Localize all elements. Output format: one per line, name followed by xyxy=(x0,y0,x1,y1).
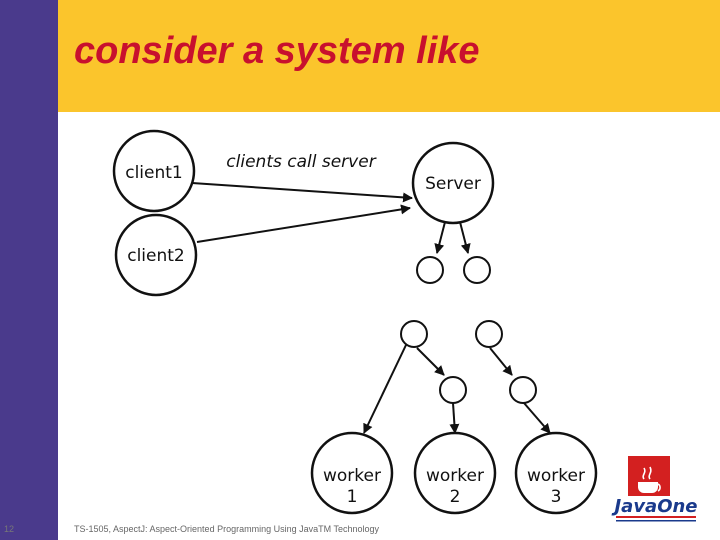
worker1-node xyxy=(310,431,394,515)
call-arrow-client1 xyxy=(191,182,413,203)
tree-edge xyxy=(459,221,471,254)
small-node xyxy=(439,376,467,404)
worker3-number: 3 xyxy=(551,487,562,507)
client2-node xyxy=(114,213,198,297)
java-cup-icon xyxy=(638,466,661,493)
worker3-node xyxy=(514,431,598,515)
tree-edge xyxy=(434,221,446,254)
tree-edge xyxy=(416,347,445,376)
logo-rule xyxy=(616,520,696,522)
tree-edge xyxy=(363,344,407,434)
logo-rule xyxy=(616,516,696,518)
small-node xyxy=(416,256,444,284)
worker2-label: worker xyxy=(426,466,484,486)
worker1-number: 1 xyxy=(347,487,358,507)
client2-label: client2 xyxy=(127,246,185,266)
worker2-number: 2 xyxy=(450,487,461,507)
call-arrow-client2 xyxy=(196,204,411,243)
server-node xyxy=(411,141,495,225)
client1-label: client1 xyxy=(125,163,183,183)
title-band xyxy=(58,0,720,112)
small-node xyxy=(509,376,537,404)
tree-edge xyxy=(489,347,513,376)
worker2-node xyxy=(413,431,497,515)
footer-text: TS-1505, AspectJ: Aspect-Oriented Progra… xyxy=(74,524,379,534)
client1-node xyxy=(112,129,196,213)
worker1-label: worker xyxy=(323,466,381,486)
javaone-logo: JavaOne xyxy=(611,456,698,522)
worker3-label: worker xyxy=(527,466,585,486)
small-node xyxy=(400,320,428,348)
slide-title: consider a system like xyxy=(74,30,480,72)
logo-wordmark: JavaOne xyxy=(611,496,697,517)
small-node xyxy=(475,320,503,348)
tree-edge xyxy=(449,402,460,434)
server-label: Server xyxy=(425,174,481,194)
small-node xyxy=(463,256,491,284)
call-label: clients call server xyxy=(226,152,376,172)
page-number: 12 xyxy=(4,524,15,534)
tree-edge xyxy=(523,402,551,434)
left-sidebar-band xyxy=(0,0,58,540)
